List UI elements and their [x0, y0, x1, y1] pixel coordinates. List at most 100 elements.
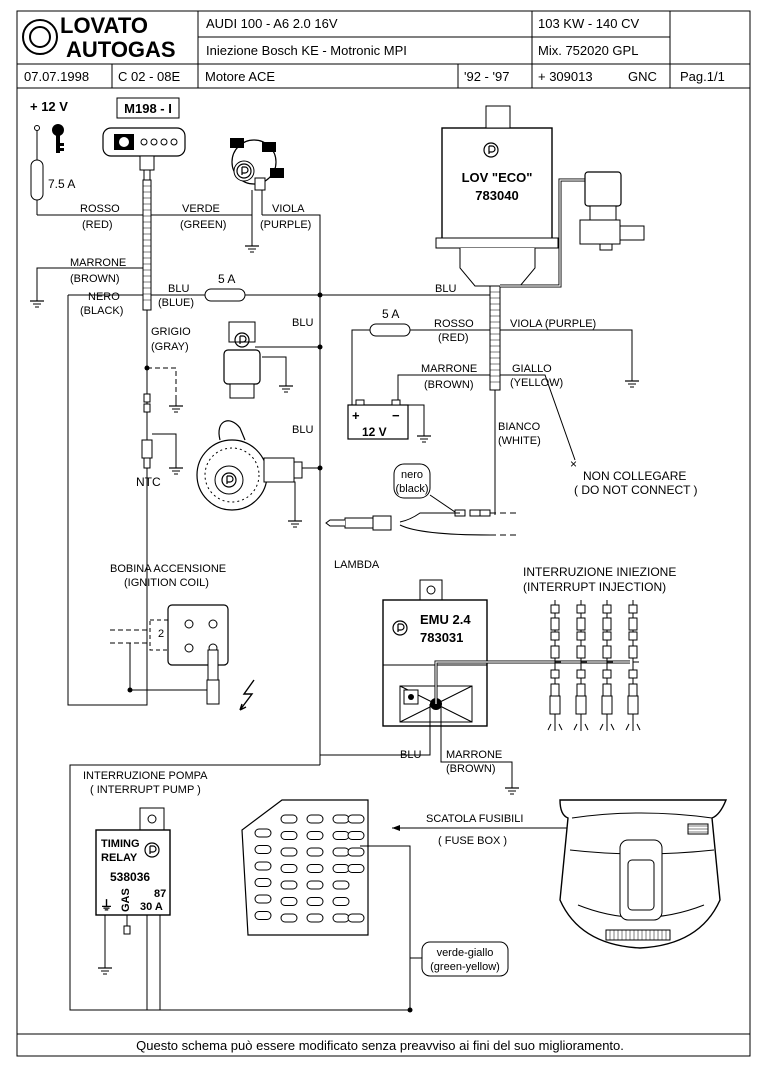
lambda-black-label: (black) — [395, 483, 428, 495]
fuse-slot — [332, 913, 350, 923]
fuse-slot — [280, 880, 298, 890]
fuse-slot — [332, 831, 350, 840]
fuse-slot — [306, 913, 324, 923]
fuse-slot — [280, 814, 298, 824]
fuse-slot — [347, 847, 365, 857]
spark-icon — [239, 679, 255, 711]
injector-valve — [500, 171, 645, 288]
fuse-5a — [204, 288, 246, 302]
interr-iniez-label: INTERRUZIONE INIEZIONE — [523, 565, 676, 579]
wire-yellow-label: (YELLOW) — [510, 377, 563, 389]
fuse-slot — [332, 814, 350, 824]
mix-code: Mix. 752020 GPL — [538, 43, 638, 58]
wire-red2-label: (RED) — [438, 332, 469, 344]
wire-blu2-label: BLU — [292, 317, 313, 329]
battery-minus: − — [392, 408, 400, 423]
vehicle-model: AUDI 100 - A6 2.0 16V — [206, 16, 338, 31]
reducer-vaporizer: BLU — [196, 420, 323, 528]
battery-label: 12 V — [362, 425, 387, 439]
fuse-slot — [254, 861, 272, 871]
injection-system: Iniezione Bosch KE - Motronic MPI — [206, 43, 407, 58]
fuse-slot — [347, 864, 365, 873]
wire-purple-label: (PURPLE) — [260, 219, 311, 231]
switch-m198: M198 - I — [102, 97, 186, 311]
fuse-slot — [347, 913, 365, 923]
wire-brown2-label: (BROWN) — [424, 379, 474, 391]
relay-code: 538036 — [110, 870, 150, 884]
fuse-slot — [280, 897, 298, 906]
fuse-7-5a — [30, 159, 44, 201]
fuse-box-label: ( FUSE BOX ) — [438, 835, 507, 847]
lambda-nero-label: nero — [401, 469, 423, 481]
wire-viola-label: VIOLA — [272, 203, 305, 215]
wire-red-label: (RED) — [82, 219, 113, 231]
emu-24-module: EMU 2.4 783031 — [382, 579, 488, 727]
wire-blu-top-label: BLU — [435, 283, 456, 295]
wire-marrone3-label: MARRONE — [446, 749, 502, 761]
car-top-view — [559, 799, 728, 949]
power-supply-section: + 12 V 7.5 A ROSSO (RED) — [30, 99, 144, 231]
fuse-slot — [306, 814, 324, 824]
relay-30a-label: 30 A — [140, 901, 163, 913]
interrupt-pump-label: ( INTERRUPT PUMP ) — [90, 784, 201, 796]
fuse-slot — [254, 894, 272, 904]
fuse-5a-2-label: 5 A — [382, 307, 399, 321]
ntc-sensor: NTC — [136, 433, 184, 489]
fuse-5a-2 — [369, 323, 411, 337]
engine-power: 103 KW - 140 CV — [538, 16, 639, 31]
wire-bianco-label: BIANCO — [498, 421, 541, 433]
wire-grigio-label: GRIGIO — [151, 326, 191, 338]
lovato-logo: LOVATO AUTOGAS — [22, 13, 176, 62]
non-collegare-label: NON COLLEGARE — [583, 469, 686, 483]
wire-viola-purple-label: VIOLA (PURPLE) — [510, 318, 596, 330]
wire-rosso2-label: ROSSO — [434, 318, 474, 330]
page-number: Pag.1/1 — [680, 69, 725, 84]
fuse-slot — [280, 831, 298, 840]
coil-pin-label: 2 — [158, 628, 164, 640]
not-connected-mark: × — [570, 457, 577, 471]
fuse-slot — [280, 847, 298, 857]
coil-title: BOBINA ACCENSIONE — [110, 563, 226, 575]
wire-brown-label: (BROWN) — [70, 273, 120, 285]
wire-green-label: (GREEN) — [180, 219, 226, 231]
fuse-slot — [306, 880, 324, 890]
fuse-slot — [347, 831, 365, 840]
fuse-slot — [254, 878, 272, 887]
plus-12v-label: + 12 V — [30, 99, 68, 114]
lambda-label: LAMBDA — [334, 559, 380, 571]
model-years: '92 - '97 — [464, 69, 509, 84]
fuse-slot — [332, 880, 350, 890]
injector-connector-2 — [573, 600, 589, 731]
distributor-sensor — [230, 138, 284, 253]
footer-note: Questo schema può essere modificato senz… — [136, 1038, 624, 1053]
fuse-slot — [306, 847, 324, 857]
fuse-slot — [254, 828, 272, 838]
injector-connector-3 — [599, 600, 615, 731]
wire-brown3-label: (BROWN) — [446, 763, 496, 775]
brand-top: LOVATO — [60, 13, 148, 38]
ntc-label: NTC — [136, 475, 161, 489]
lambda-sensor: nero (black) LAMBDA — [325, 463, 520, 571]
lov-eco-ecu: LOV "ECO" 783040 — [435, 105, 559, 391]
wire-blu3-label: BLU — [292, 424, 313, 436]
fuse-7-5a-label: 7.5 A — [48, 177, 75, 191]
wire-white-label: (WHITE) — [498, 435, 541, 447]
wire-gray-label: (GRAY) — [151, 341, 189, 353]
timing-relay: TIMING RELAY 538036 ⏚ GAS 87 30 A — [95, 807, 171, 1010]
fuse-slot — [332, 864, 350, 873]
interr-pompa-label: INTERRUZIONE POMPA — [83, 770, 208, 782]
part-number: + 309013 — [538, 69, 593, 84]
wire-blu4-label: BLU — [400, 749, 421, 761]
engine-name: Motore ACE — [205, 69, 275, 84]
relay-relay-label: RELAY — [101, 852, 138, 864]
brand-bottom: AUTOGAS — [66, 37, 176, 62]
fuse-slot — [254, 911, 272, 920]
relay-gas-label: GAS — [120, 888, 132, 912]
wire-blu-label: BLU — [168, 283, 189, 295]
injector-connector-4 — [625, 600, 641, 731]
ignition-coil: BOBINA ACCENSIONE (IGNITION COIL) 2 — [110, 563, 255, 711]
lov-eco-code: 783040 — [475, 188, 518, 203]
fuse-slot — [306, 864, 324, 873]
title-block — [16, 10, 751, 1057]
